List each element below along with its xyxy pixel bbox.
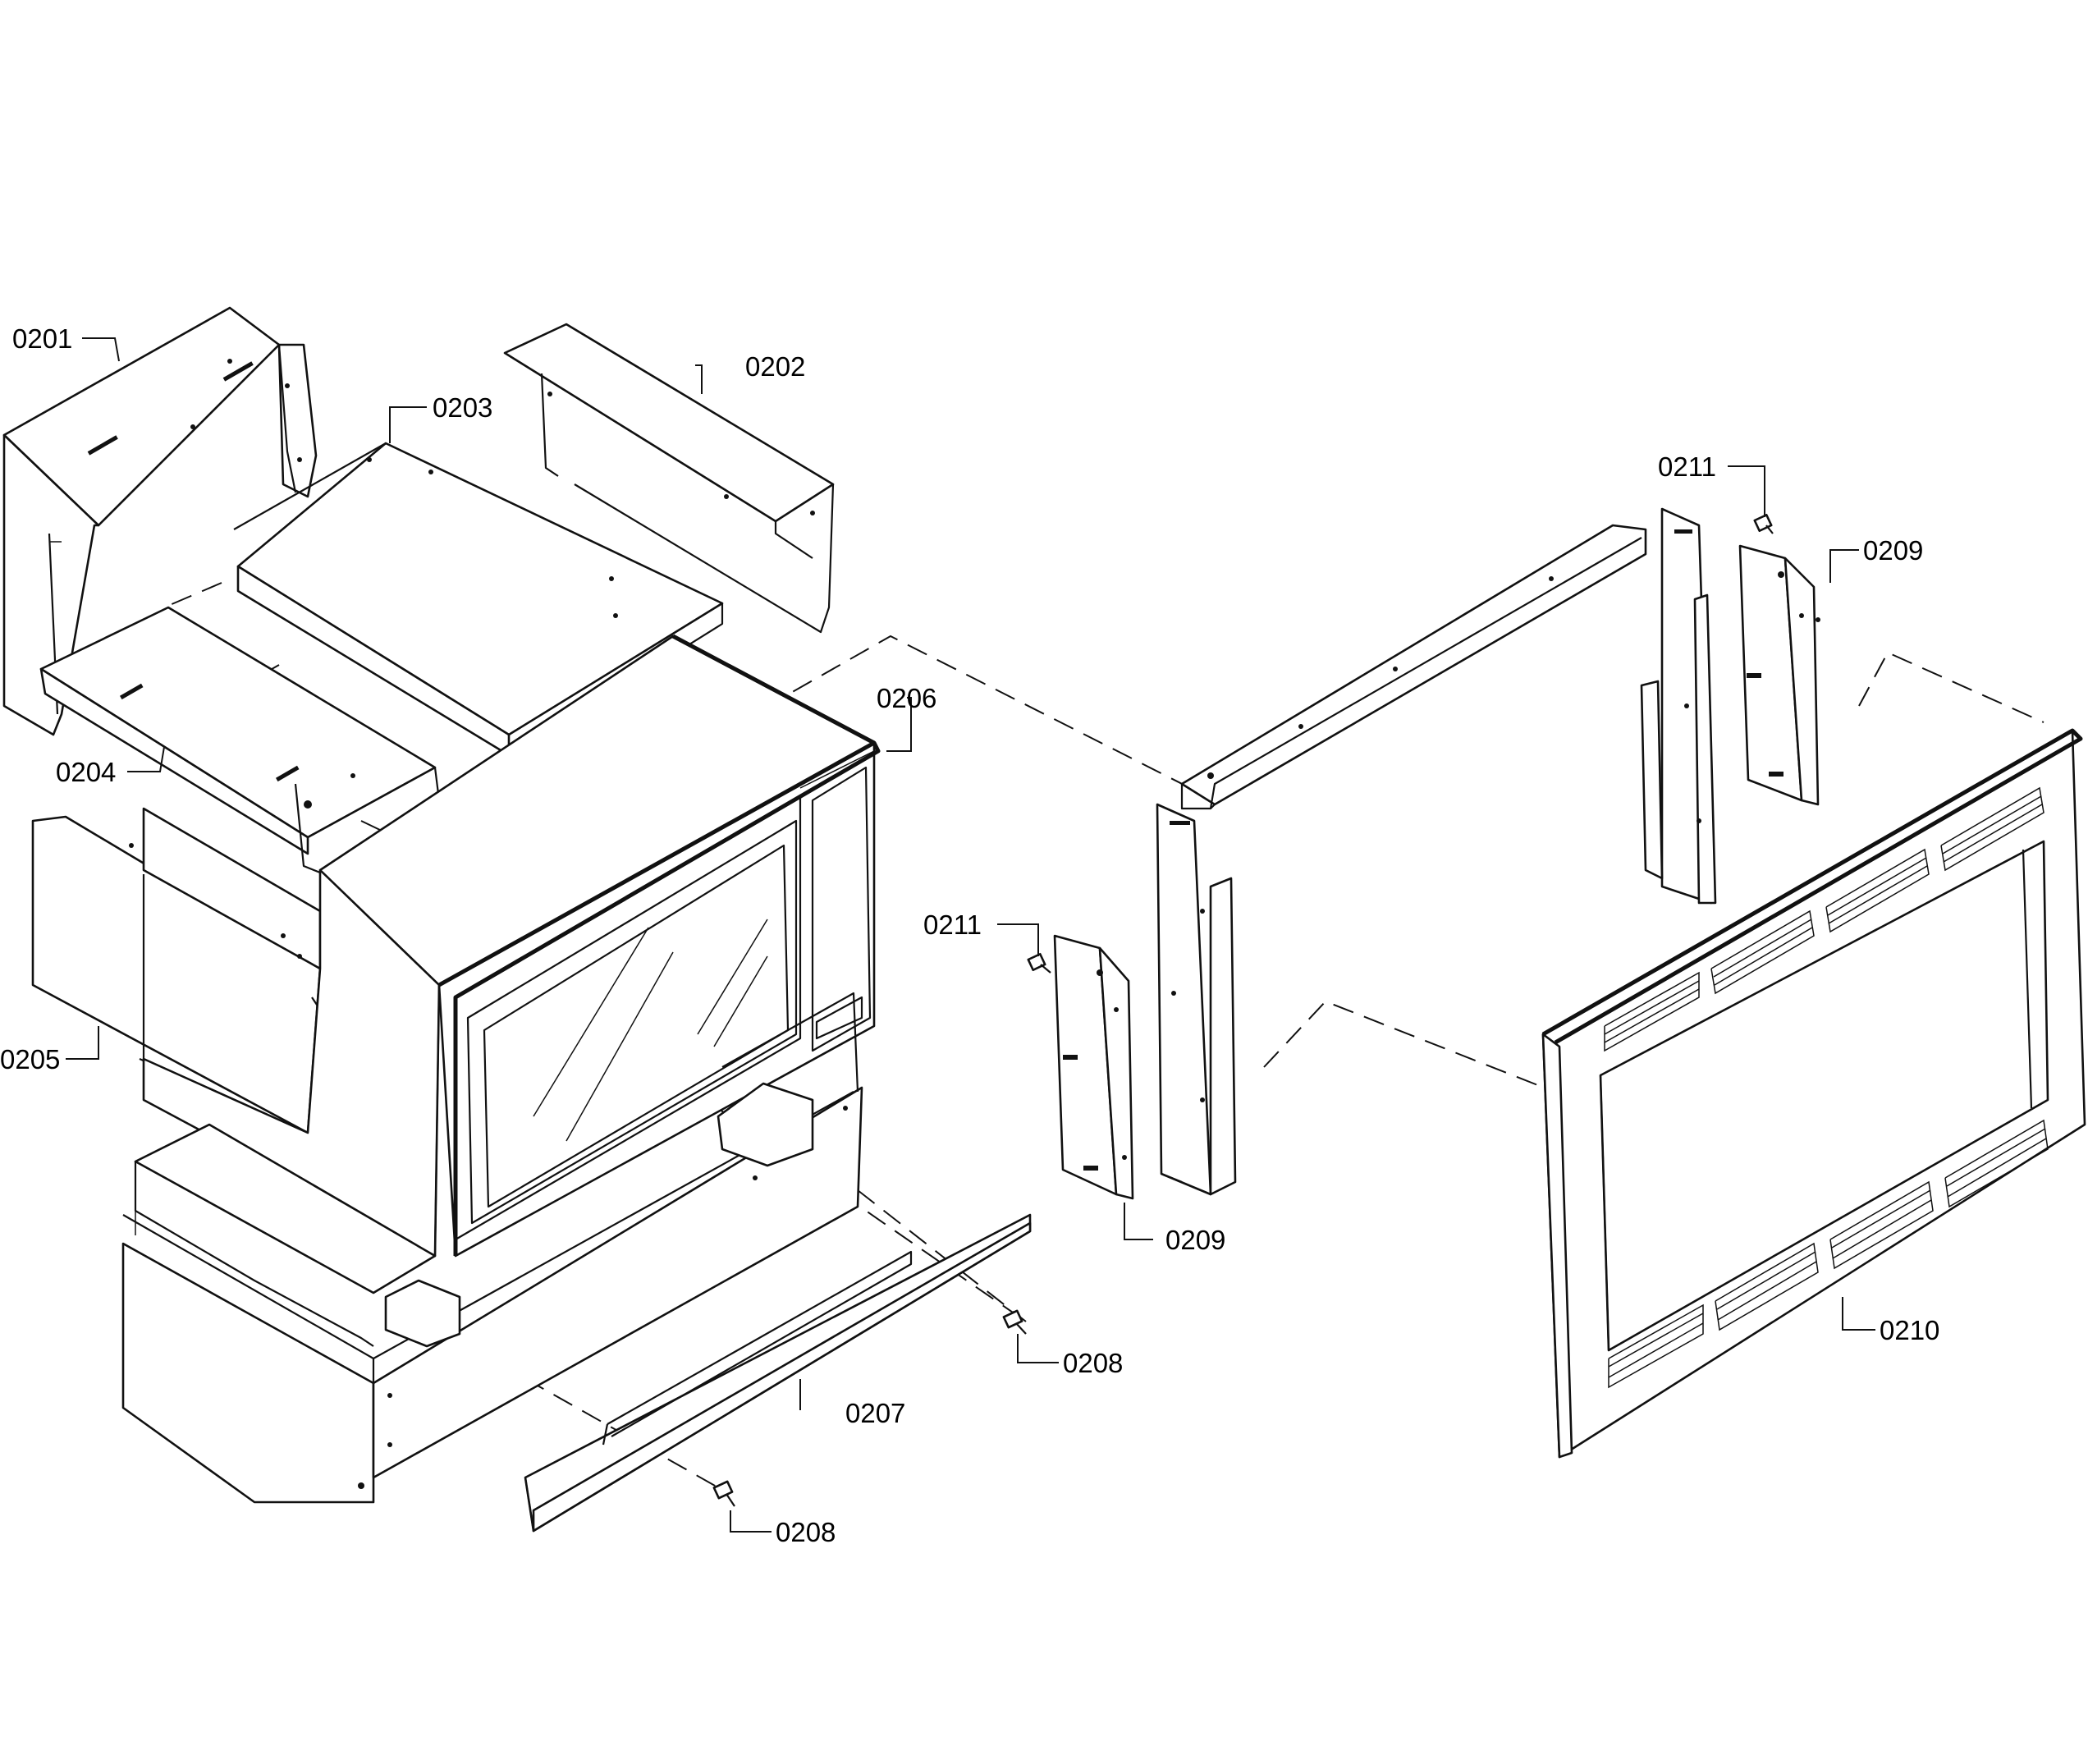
callout-0205: 0205 <box>0 1044 60 1074</box>
part-0204-lower-plate <box>39 606 441 876</box>
part-0211-screw-right <box>1753 513 1774 534</box>
callout-0211-left: 0211 <box>923 909 982 940</box>
part-0208-screw-upper <box>1002 1309 1027 1335</box>
callout-0210: 0210 <box>1880 1315 1939 1345</box>
callout-0202: 0202 <box>745 351 805 382</box>
part-0202-top-channel <box>503 323 835 634</box>
callout-0209-left: 0209 <box>1165 1225 1225 1255</box>
callout-0206: 0206 <box>877 683 936 713</box>
part-0205-side-panel <box>31 807 322 1134</box>
part-trim-right-upright <box>1640 507 1717 905</box>
part-bottom-trim-chassis <box>121 992 863 1504</box>
part-0211-screw-left <box>1027 952 1051 974</box>
part-0207-bottom-channel <box>524 1213 1032 1533</box>
part-0208-screw-lower <box>712 1480 735 1507</box>
part-trim-left-upright <box>1156 803 1237 1196</box>
callout-0208-upper: 0208 <box>1063 1348 1123 1378</box>
trim-frame-lower-vents <box>1608 1119 2049 1389</box>
callout-0204: 0204 <box>56 757 116 787</box>
trim-frame-upper-vents <box>1604 786 2044 1052</box>
part-0201-top-side-cover <box>2 306 318 736</box>
part-0209-bracket-left <box>1053 934 1134 1200</box>
callout-leaders <box>66 337 1875 1533</box>
callout-0203: 0203 <box>433 392 492 423</box>
part-trim-top-rail <box>1180 524 1647 810</box>
part-0210-trim-frame <box>1541 728 2086 1459</box>
callout-0211-right: 0211 <box>1658 451 1716 482</box>
part-0206-microwave-oven <box>142 634 881 1258</box>
callout-0201: 0201 <box>12 323 72 354</box>
callout-labels: 0201 0202 0203 0204 0205 0206 0207 0208 … <box>0 323 1939 1547</box>
part-0209-bracket-right <box>1738 544 1820 806</box>
callout-0208-lower: 0208 <box>776 1517 836 1547</box>
part-0203-upper-plate <box>233 442 724 757</box>
callout-0207: 0207 <box>845 1398 905 1428</box>
callout-0209-right: 0209 <box>1863 535 1923 566</box>
